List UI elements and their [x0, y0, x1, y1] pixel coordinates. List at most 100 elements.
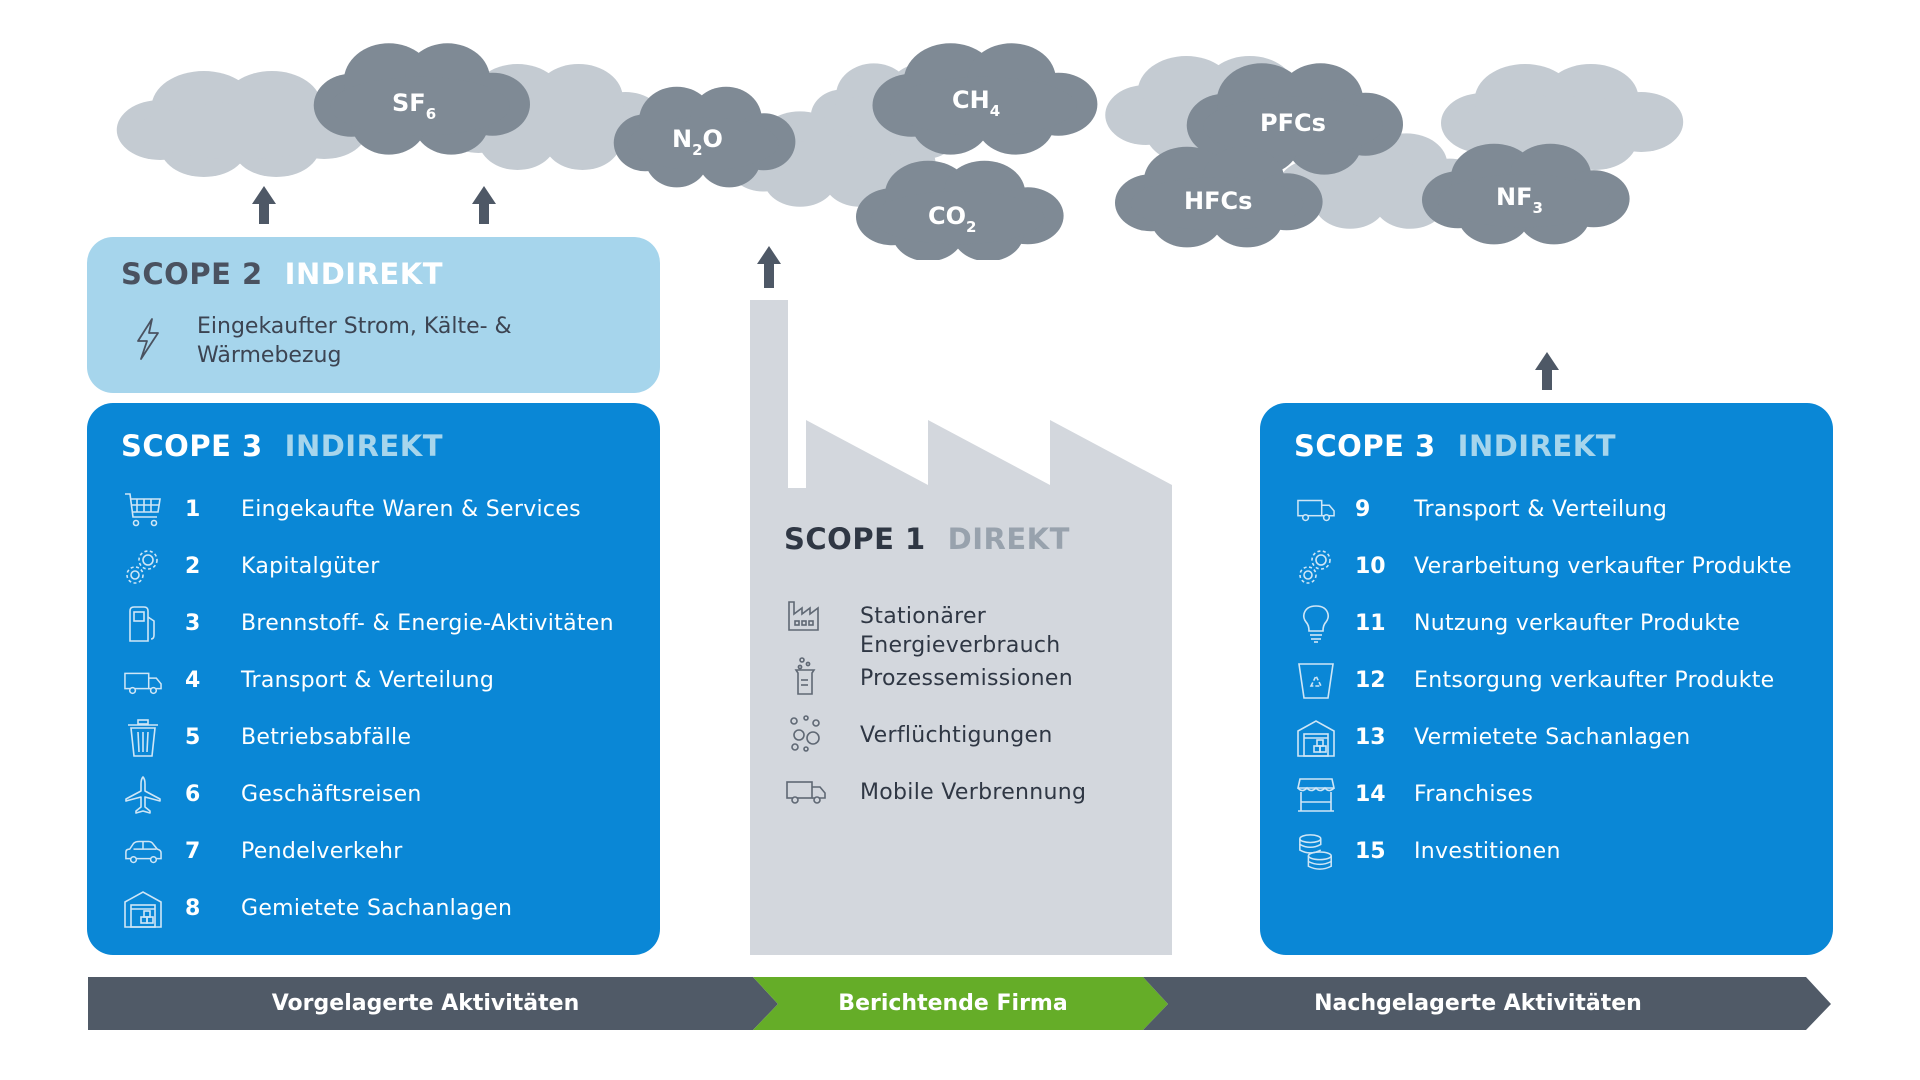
gas-label-co2: CO2 — [928, 202, 976, 236]
scope3-upstream-panel: SCOPE 3 INDIREKT 1 Eingekaufte Waren & Se… — [87, 403, 660, 955]
reporting-company-label: Berichtende Firma — [838, 991, 1068, 1016]
item-number: 5 — [185, 725, 201, 750]
warehouse-icon — [124, 891, 162, 928]
item-number: 3 — [185, 611, 201, 636]
bubbles-icon — [790, 715, 820, 752]
airplane-icon — [125, 776, 161, 814]
scope3-item-9: 9 Transport & Verteilung — [1260, 489, 1820, 533]
item-number: 12 — [1355, 668, 1386, 693]
upstream-segment — [88, 977, 778, 1030]
scope3-item-12: 12 Entsorgung verkaufter Produkte — [1260, 660, 1820, 704]
scope3-item-10: 10 Verarbeitung verkaufter Produkte — [1260, 546, 1820, 590]
item-label: Betriebsabfälle — [241, 725, 412, 750]
emission-arrows — [252, 186, 1559, 390]
item-label: Transport & Verteilung — [241, 668, 495, 693]
up-arrow-scope3-downstream — [1535, 352, 1559, 390]
gas-label-ch4: CH4 — [952, 86, 1000, 120]
upstream-activities-label: Vorgelagerte Aktivitäten — [271, 991, 580, 1016]
item-label: Gemietete Sachanlagen — [241, 896, 513, 921]
item-number: 13 — [1355, 725, 1386, 750]
downstream-activities-label: Nachgelagerte Aktivitäten — [1314, 991, 1642, 1016]
item-label: Pendelverkehr — [241, 839, 403, 864]
scope3-item-6: 6 Geschäftsreisen — [87, 774, 647, 818]
gas-label-nf3: NF3 — [1496, 183, 1543, 217]
scope3-downstream-title: SCOPE 3 INDIREKT — [1294, 429, 1616, 463]
scope1-item-mobile: Mobile Verbrennung — [780, 770, 1110, 830]
item-label: Kapitalgüter — [241, 554, 380, 579]
scope3-item-11: 11 Nutzung verkaufter Produkte — [1260, 603, 1820, 647]
beaker-icon — [794, 657, 816, 695]
item-number: 10 — [1355, 554, 1386, 579]
item-label: Vermietete Sachanlagen — [1414, 725, 1691, 750]
scope1-item-label: Verflüchtigungen — [860, 723, 1053, 748]
scope3-downstream-type: INDIREKT — [1457, 429, 1616, 463]
scope3-item-4: 4 Transport & Verteilung — [87, 660, 647, 704]
item-label: Verarbeitung verkaufter Produkte — [1414, 554, 1792, 579]
scope3-item-15: 15 Investitionen — [1260, 831, 1820, 875]
item-label: Franchises — [1414, 782, 1534, 807]
warehouse-icon — [1297, 720, 1335, 757]
item-number: 6 — [185, 782, 201, 807]
recycle-bin-icon — [1298, 663, 1334, 699]
fuel-pump-icon — [129, 606, 155, 642]
item-number: 4 — [185, 668, 201, 693]
car-icon — [125, 840, 162, 864]
up-arrow-scope2-left — [252, 186, 276, 224]
item-label: Entsorgung verkaufter Produkte — [1414, 668, 1775, 693]
item-label: Transport & Verteilung — [1414, 497, 1668, 522]
gears-icon — [1299, 550, 1331, 584]
scope1-item-fugitive: Verflüchtigungen — [780, 713, 1110, 773]
shopping-cart-icon — [125, 493, 161, 527]
item-number: 8 — [185, 896, 201, 921]
item-number: 11 — [1355, 611, 1386, 636]
factory-icon — [788, 601, 819, 631]
item-number: 2 — [185, 554, 201, 579]
scope2-item-label: Eingekaufter Strom, Kälte- &Wärmebezug — [197, 314, 512, 368]
gas-label-hfcs: HFCs — [1184, 187, 1252, 215]
scope3-upstream-label: SCOPE 3 — [121, 429, 263, 463]
scope3-downstream-label: SCOPE 3 — [1294, 429, 1436, 463]
scope3-item-2: 2 Kapitalgüter — [87, 546, 647, 590]
gears-icon — [126, 550, 158, 584]
scope3-item-5: 5 Betriebsabfälle — [87, 717, 647, 761]
item-number: 14 — [1355, 782, 1386, 807]
truck-icon — [786, 781, 826, 804]
scope3-upstream-type: INDIREKT — [284, 429, 443, 463]
truck-icon — [1297, 499, 1335, 522]
scope1-label: SCOPE 1 — [784, 522, 926, 556]
clouds-layer: SF6 N2O CH4 CO2 PFCs HFCs NF3 — [116, 43, 1684, 260]
scope1-title: SCOPE 1 DIREKT — [784, 522, 1070, 556]
scope3-item-3: 3 Brennstoff- & Energie-Aktivitäten — [87, 603, 647, 647]
lightbulb-icon — [1302, 605, 1330, 643]
scope3-item-13: 13 Vermietete Sachanlagen — [1260, 717, 1820, 761]
downstream-segment — [1143, 977, 1831, 1030]
gas-label-n2o: N2O — [672, 125, 723, 159]
item-number: 9 — [1355, 497, 1371, 522]
item-label: Investitionen — [1414, 839, 1561, 864]
lightning-icon — [137, 318, 159, 360]
scope3-upstream-title: SCOPE 3 INDIREKT — [121, 429, 443, 463]
coins-icon — [1299, 834, 1332, 870]
storefront-icon — [1297, 778, 1335, 812]
item-label: Eingekaufte Waren & Services — [241, 497, 581, 522]
scope3-item-14: 14 Franchises — [1260, 774, 1820, 818]
truck-icon — [124, 672, 162, 695]
scope1-type: DIREKT — [947, 522, 1070, 556]
gas-label-sf6: SF6 — [392, 89, 436, 123]
scope2-type: INDIREKT — [284, 257, 443, 291]
scope2-label: SCOPE 2 — [121, 257, 263, 291]
scope3-item-1: 1 Eingekaufte Waren & Services — [87, 489, 647, 533]
item-number: 7 — [185, 839, 201, 864]
item-label: Brennstoff- & Energie-Aktivitäten — [241, 611, 614, 636]
trash-can-icon — [128, 719, 158, 757]
scope3-item-7: 7 Pendelverkehr — [87, 831, 647, 875]
scope3-item-8: 8 Gemietete Sachanlagen — [87, 888, 647, 932]
scope1-item-label: Mobile Verbrennung — [860, 780, 1087, 805]
scope1-item-process: Prozessemissionen — [780, 656, 1110, 716]
item-number: 1 — [185, 497, 201, 522]
gas-label-pfcs: PFCs — [1260, 109, 1326, 137]
scope2-title: SCOPE 2 INDIREKT — [121, 257, 443, 291]
